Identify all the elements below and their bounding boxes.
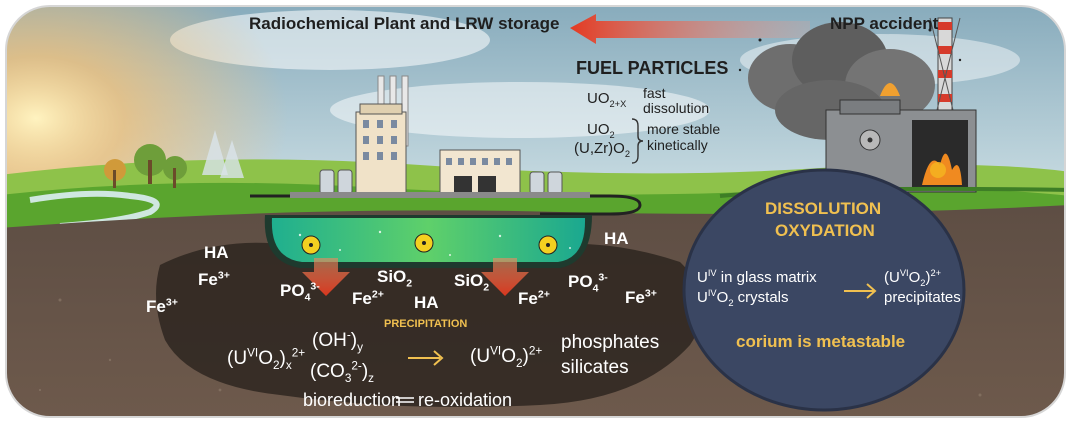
fe3-label: Fe3+ <box>146 296 178 316</box>
radiation-sign <box>414 233 434 253</box>
reoxidation-label: re-oxidation <box>418 390 513 410</box>
uranyl-complex: (UVIO2)x2+ <box>227 346 306 372</box>
ha-label: HA <box>604 229 629 248</box>
fe2-label: Fe2+ <box>352 288 384 308</box>
uo2x-formula: UO2+X <box>587 90 627 109</box>
precipitation-label: PRECIPITATION <box>384 318 468 330</box>
equilibrium-arrow <box>396 397 414 403</box>
bioreduction-label: bioreduction <box>303 390 402 410</box>
silicates-label: silicates <box>561 357 629 378</box>
hydroxide-ligand: (OH-)y <box>312 328 363 354</box>
fe3-label: Fe3+ <box>625 287 657 307</box>
fe3-label: Fe3+ <box>198 269 230 289</box>
stable-label-1: more stable <box>647 121 721 137</box>
phosphates-label: phosphates <box>561 332 660 353</box>
crystals-label: UIVO2 crystals <box>697 288 789 308</box>
radiochemical-plant <box>290 75 590 198</box>
sio2-label: SiO2 <box>454 271 490 294</box>
precipitates-label: precipitates <box>884 289 961 306</box>
uo2-formula: UO2 <box>587 121 615 140</box>
sio2-label: SiO2 <box>377 267 413 290</box>
po4-label: PO43- <box>280 280 320 304</box>
corium-ellipse <box>682 168 966 412</box>
transfer-arrow <box>570 14 810 44</box>
npp-building <box>825 83 977 193</box>
contamination-plume <box>156 242 703 408</box>
npp-title: NPP accident <box>830 14 939 33</box>
dissolution-arrow <box>844 283 877 299</box>
fast-label-1: fast <box>643 85 666 101</box>
radiation-sign <box>301 235 321 255</box>
plant-title: Radiochemical Plant and LRW storage <box>249 14 560 33</box>
po4-label: PO43- <box>568 271 608 295</box>
ha-label: HA <box>414 293 439 312</box>
glass-matrix-label: UIV in glass matrix <box>697 268 817 286</box>
trees <box>104 130 244 188</box>
fuel-heading: FUEL PARTICLES <box>576 58 729 78</box>
brace <box>631 118 644 164</box>
reaction-arrow <box>408 350 444 366</box>
carbonate-ligand: (CO32-)z <box>310 359 375 385</box>
fe2-label: Fe2+ <box>518 288 550 308</box>
metastable-footer: corium is metastable <box>736 332 906 351</box>
uranyl-product: (UVIO2)2+ <box>470 344 543 370</box>
oxydation-title: OXYDATION <box>775 221 875 240</box>
dissolution-title: DISSOLUTION <box>765 199 882 218</box>
leak-arrow <box>302 258 350 296</box>
fast-label-2: dissolution <box>643 100 710 116</box>
frame <box>5 5 1066 418</box>
stable-label-2: kinetically <box>647 137 708 153</box>
uzr-formula: (U,Zr)O2 <box>574 140 630 159</box>
ha-label: HA <box>204 243 229 262</box>
uranyl-precipitate: (UVIO2)2+ <box>884 268 942 288</box>
leak-arrow <box>481 258 529 296</box>
radiation-sign <box>538 235 558 255</box>
